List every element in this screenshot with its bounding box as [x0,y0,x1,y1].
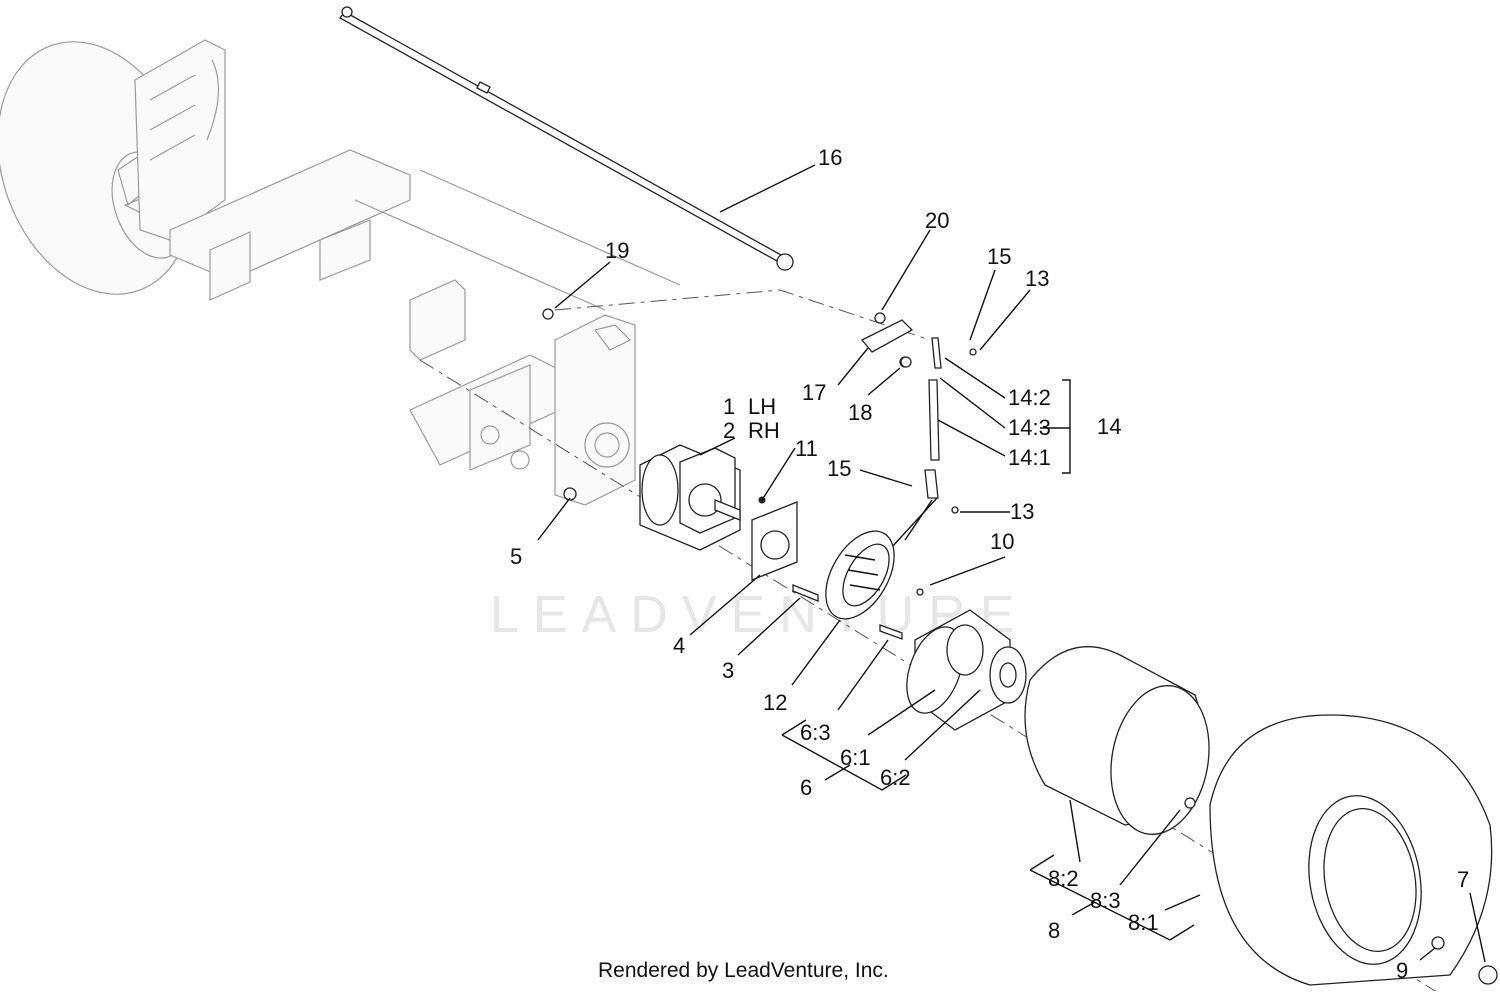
label-15-top: 15 [987,244,1011,269]
label-7: 7 [1457,867,1469,892]
nut-9 [1431,936,1445,950]
right-tire [1209,714,1493,986]
label-15-mid: 15 [827,456,851,481]
brake-drum [879,609,1011,731]
ghost-frame [0,39,681,506]
hydraulic-motor [639,444,741,551]
mount-plate [751,496,798,581]
callout-labels: 16 19 20 15 13 17 18 14:2 14:3 14:1 14 1… [510,145,1469,983]
footer-credit: Rendered by LeadVenture, Inc. [598,959,889,982]
label-8: 8 [1048,918,1060,943]
label-6-1: 6:1 [840,745,871,770]
rod [338,6,794,271]
bolt [792,584,819,602]
bolt-18 [900,356,912,368]
nut-7 [1478,965,1498,985]
label-2-side: RH [748,418,780,443]
label-17: 17 [802,380,826,405]
label-12: 12 [763,690,787,715]
label-10: 10 [990,529,1014,554]
leader-lines [537,164,1486,963]
label-5: 5 [510,544,522,569]
wheel-rim [1024,646,1210,835]
brake-assembly [825,530,895,620]
turnbuckle [879,337,977,561]
label-14-3: 14:3 [1008,415,1051,440]
label-9: 9 [1396,958,1408,983]
label-1: 1 [723,394,735,419]
label-1-side: LH [748,394,776,419]
label-20: 20 [925,208,949,233]
label-6: 6 [800,775,812,800]
label-14: 14 [1097,414,1121,439]
nut-5 [563,487,577,501]
label-18: 18 [848,400,872,425]
label-19: 19 [605,238,629,263]
label-11: 11 [795,436,818,461]
label-16: 16 [818,145,842,170]
label-4: 4 [673,633,685,658]
label-6-2: 6:2 [880,765,911,790]
label-8-2: 8:2 [1048,866,1079,891]
label-2: 2 [723,418,735,443]
hub [989,646,1027,704]
label-6-3: 6:3 [800,720,831,745]
label-3: 3 [722,658,734,683]
label-8-3: 8:3 [1090,888,1121,913]
nut-19 [542,308,554,320]
label-14-2: 14:2 [1008,385,1051,410]
label-13-bottom: 13 [1010,499,1034,524]
label-14-1: 14:1 [1008,445,1051,470]
label-13-top: 13 [1025,266,1049,291]
label-8-1: 8:1 [1128,910,1159,935]
